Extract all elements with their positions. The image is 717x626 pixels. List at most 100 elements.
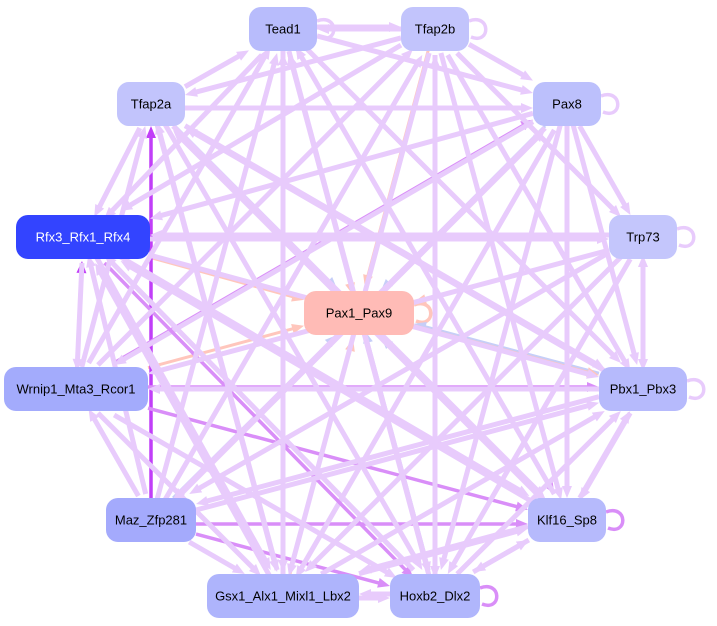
edge-Maz-Tead1: [154, 53, 279, 501]
arrowhead: [317, 24, 329, 34]
node-tfap2a[interactable]: Tfap2a: [117, 82, 185, 126]
edge-Maz-Wrnip1: [88, 409, 141, 498]
edge-Rfx3-Wrnip1: [72, 262, 85, 371]
arrowhead: [305, 559, 318, 572]
edge-Tfap2b-Pax8: [467, 42, 533, 81]
edge-Maz-Gsx1: [187, 539, 245, 574]
arrowhead: [231, 563, 245, 574]
node-trp73[interactable]: Trp73: [609, 215, 677, 259]
node-tead1[interactable]: Tead1: [249, 7, 317, 51]
arrowhead: [260, 557, 271, 570]
arrowhead: [520, 70, 533, 81]
node-hoxb2[interactable]: Hoxb2_Dlx2: [390, 574, 480, 618]
node-klf16[interactable]: Klf16_Sp8: [528, 498, 606, 542]
edge-Tfap2a-Rfx3: [94, 126, 142, 217]
node-pax8[interactable]: Pax8: [533, 82, 601, 126]
arrowhead: [137, 126, 147, 139]
edge-Klf16-Klf16: [605, 508, 625, 532]
arrowhead: [95, 263, 106, 276]
edge-Pbx1-Klf16: [579, 411, 633, 500]
node-box: [528, 498, 606, 542]
edge-Tead1-Pbx1: [303, 45, 621, 363]
edge-Trp73-Maz: [189, 250, 611, 494]
arrowhead: [236, 50, 249, 61]
node-box: [117, 82, 185, 126]
arrowhead: [148, 384, 160, 394]
arrowhead: [269, 53, 279, 66]
arrowhead: [447, 561, 459, 574]
arrowhead: [248, 563, 261, 576]
arrowhead: [638, 255, 648, 267]
arrowhead: [411, 55, 423, 68]
node-label: Pax1_Pax9: [326, 306, 393, 321]
edge-Hoxb2-Hoxb2: [479, 584, 499, 608]
edge-Hoxb2-Tfap2b: [430, 55, 440, 578]
arrowhead: [515, 540, 529, 551]
arrowhead: [579, 487, 591, 500]
edge-Wrnip1-Pax1: [147, 324, 304, 370]
node-box: [390, 574, 480, 618]
edge-Pax1-Pax1: [413, 301, 433, 325]
edge-Trp73-Trp73: [676, 225, 696, 249]
node-box: [249, 7, 317, 51]
arrowhead: [185, 87, 198, 97]
arrowhead: [287, 53, 297, 66]
arrowhead: [359, 589, 371, 599]
arrowhead: [515, 526, 528, 537]
arrowhead: [72, 358, 83, 371]
edge-Maz-Pbx1: [195, 400, 599, 513]
node-box: [599, 367, 687, 411]
node-box: [106, 498, 196, 542]
node-maz[interactable]: Maz_Zfp281: [106, 498, 196, 542]
arrowhead: [287, 563, 297, 576]
node-label: Tfap2b: [415, 22, 455, 37]
edge-Maz-Tfap2b: [161, 55, 423, 504]
node-pax1[interactable]: Pax1_Pax9: [304, 291, 414, 335]
arrowhead: [383, 567, 397, 578]
arrowhead: [377, 578, 390, 588]
node-label: Tead1: [265, 22, 300, 37]
node-label: Pax8: [552, 97, 582, 112]
node-label: Trp73: [626, 230, 659, 245]
arrowhead: [411, 557, 423, 570]
node-label: Wrnip1_Mta3_Rcor1: [17, 382, 136, 397]
edge-Tfap2a-Tead1: [183, 50, 249, 89]
node-label: Klf16_Sp8: [537, 513, 597, 528]
node-tfap2b[interactable]: Tfap2b: [401, 7, 469, 51]
edge-Pbx1-Maz: [196, 394, 600, 506]
arrowhead: [439, 557, 449, 570]
edge-Pbx1-Pbx1: [686, 377, 706, 401]
edge-Hoxb2-Klf16: [471, 540, 529, 575]
edge-Gsx1-Pbx1: [320, 411, 605, 577]
arrowhead: [278, 53, 288, 65]
edge-Tfap2b-Tfap2b: [468, 17, 488, 41]
arrowhead: [597, 234, 609, 244]
edge-Pax8-Trp73: [577, 124, 631, 215]
node-pbx1[interactable]: Pbx1_Pbx3: [599, 367, 687, 411]
arrowhead: [113, 354, 127, 365]
node-box: [304, 291, 414, 335]
edge-Hoxb2-Pbx1: [455, 411, 621, 576]
arrowhead: [521, 103, 533, 113]
edges-layer: [72, 17, 706, 608]
arrowhead: [620, 202, 631, 215]
node-gsx1[interactable]: Gsx1_Alx1_Mixl1_Lbx2: [207, 574, 359, 618]
edge-Klf16-Rfx3: [120, 261, 531, 503]
node-box: [401, 7, 469, 51]
edge-Wrnip1-Gsx1: [96, 411, 261, 576]
edge-Pbx1-Trp73: [638, 255, 648, 363]
arrowhead: [185, 127, 198, 139]
node-label: Tfap2a: [131, 97, 172, 112]
arrowhead: [591, 411, 605, 422]
arrowhead: [94, 204, 105, 217]
edge-Tfap2b-Tead1: [317, 24, 401, 34]
arrowhead: [88, 409, 99, 422]
node-wrnip1[interactable]: Wrnip1_Mta3_Rcor1: [4, 367, 148, 411]
edge-Pax8-Hoxb2: [439, 121, 564, 570]
arrowhead: [608, 411, 621, 424]
arrowhead: [196, 496, 209, 506]
node-rfx3[interactable]: Rfx3_Rfx1_Rfx4: [16, 215, 150, 259]
edge-Gsx1-Rfx3: [95, 263, 273, 580]
node-box: [16, 215, 150, 259]
arrowhead: [401, 49, 414, 62]
